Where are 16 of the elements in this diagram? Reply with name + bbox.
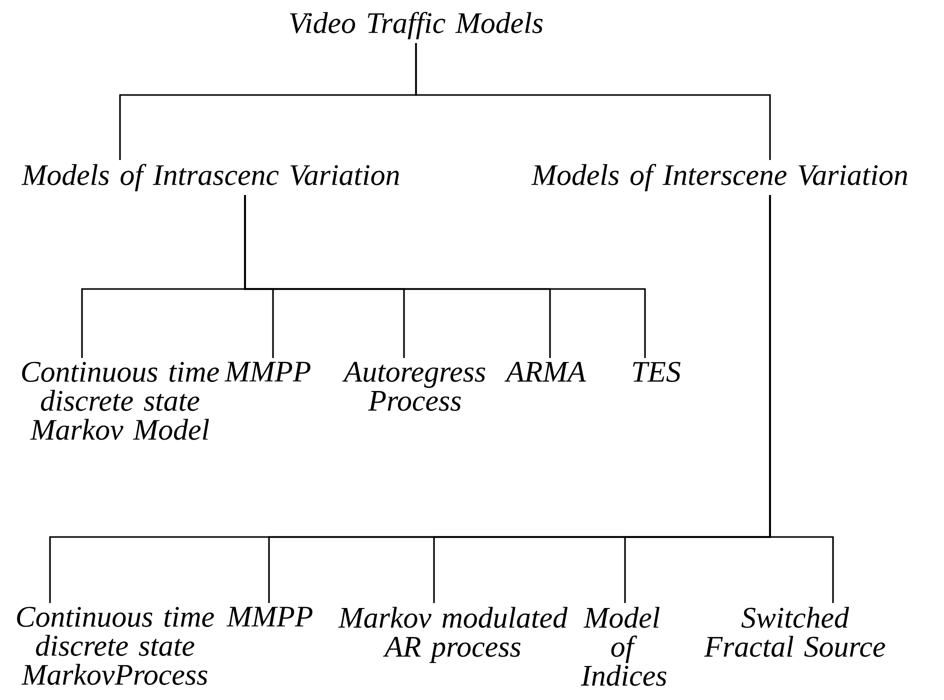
node-label: Autoregress Process (342, 362, 486, 411)
node-label: ARMA (504, 362, 586, 382)
node-label: Switched Fractal Source (704, 606, 886, 657)
node-label: Models of Interscene Variation (531, 164, 908, 192)
node-label: MMPP (226, 606, 312, 626)
node-label: TES (633, 362, 680, 382)
node-label: Continuous time discrete state Markov Model (22, 362, 219, 440)
node-label: Video Traffic Models (290, 12, 543, 40)
node-label: MMPP (224, 362, 310, 382)
node-label: Markov modulated AR process (338, 606, 568, 663)
connector-line (415, 43, 771, 160)
node-label: Model of Indices (580, 606, 666, 686)
connector-line (244, 195, 646, 358)
node-label: Models of Intrascenc Variation (21, 164, 399, 192)
node-label: Continuous time discrete state MarkovProcess (17, 606, 214, 685)
connector-line (769, 195, 834, 603)
